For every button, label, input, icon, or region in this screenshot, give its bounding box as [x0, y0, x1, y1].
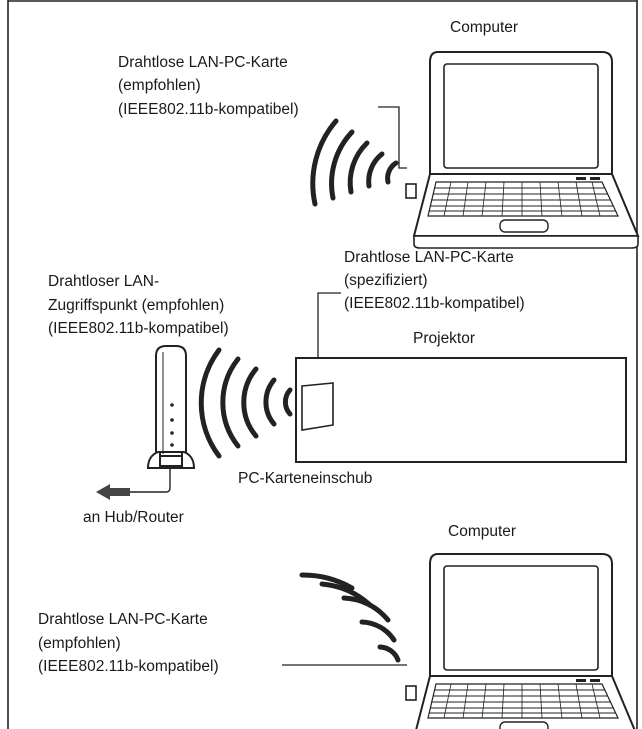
- projector-slot-label: PC-Karteneinschub: [238, 470, 372, 487]
- bottom-card-label-line1: Drahtlose LAN-PC-Karte: [38, 611, 208, 628]
- ap-cable: [130, 468, 171, 493]
- top-card-label-line1: Drahtlose LAN-PC-Karte: [118, 54, 288, 71]
- projector-body: [295, 357, 627, 463]
- ap-label-line3: (IEEE802.11b-kompatibel): [48, 320, 229, 337]
- access-point-icon: [146, 345, 196, 469]
- projector-card-label-line2: (spezifiziert): [344, 272, 428, 289]
- bottom-wireless-waves-icon: [299, 572, 401, 663]
- projector-title: Projektor: [413, 330, 475, 347]
- top-card-label-line3: (IEEE802.11b-kompatibel): [118, 101, 299, 118]
- top-card-leader-line: [378, 106, 407, 169]
- ap-label-line2: Zugriffspunkt (empfohlen): [48, 297, 224, 314]
- bottom-card-label-line2: (empfohlen): [38, 635, 121, 652]
- projector-card-label-line1: Drahtlose LAN-PC-Karte: [344, 249, 514, 266]
- projector-pc-card: [301, 382, 334, 431]
- top-wireless-waves-icon: [310, 118, 399, 207]
- top-laptop: [405, 51, 639, 249]
- top-card-label-line2: (empfohlen): [118, 77, 201, 94]
- projector-card-label-line3: (IEEE802.11b-kompatibel): [344, 295, 525, 312]
- bottom-computer-title: Computer: [448, 523, 516, 540]
- bottom-card-label-line3: (IEEE802.11b-kompatibel): [38, 658, 219, 675]
- projector-card-leader-line: [317, 292, 341, 386]
- ap-label-line1: Drahtloser LAN-: [48, 273, 159, 290]
- arrow-left-icon: [96, 484, 130, 500]
- top-computer-title: Computer: [450, 19, 518, 36]
- ap-wireless-waves-icon: [198, 347, 293, 459]
- ap-cable-label: an Hub/Router: [83, 509, 184, 526]
- bottom-laptop: [405, 553, 639, 729]
